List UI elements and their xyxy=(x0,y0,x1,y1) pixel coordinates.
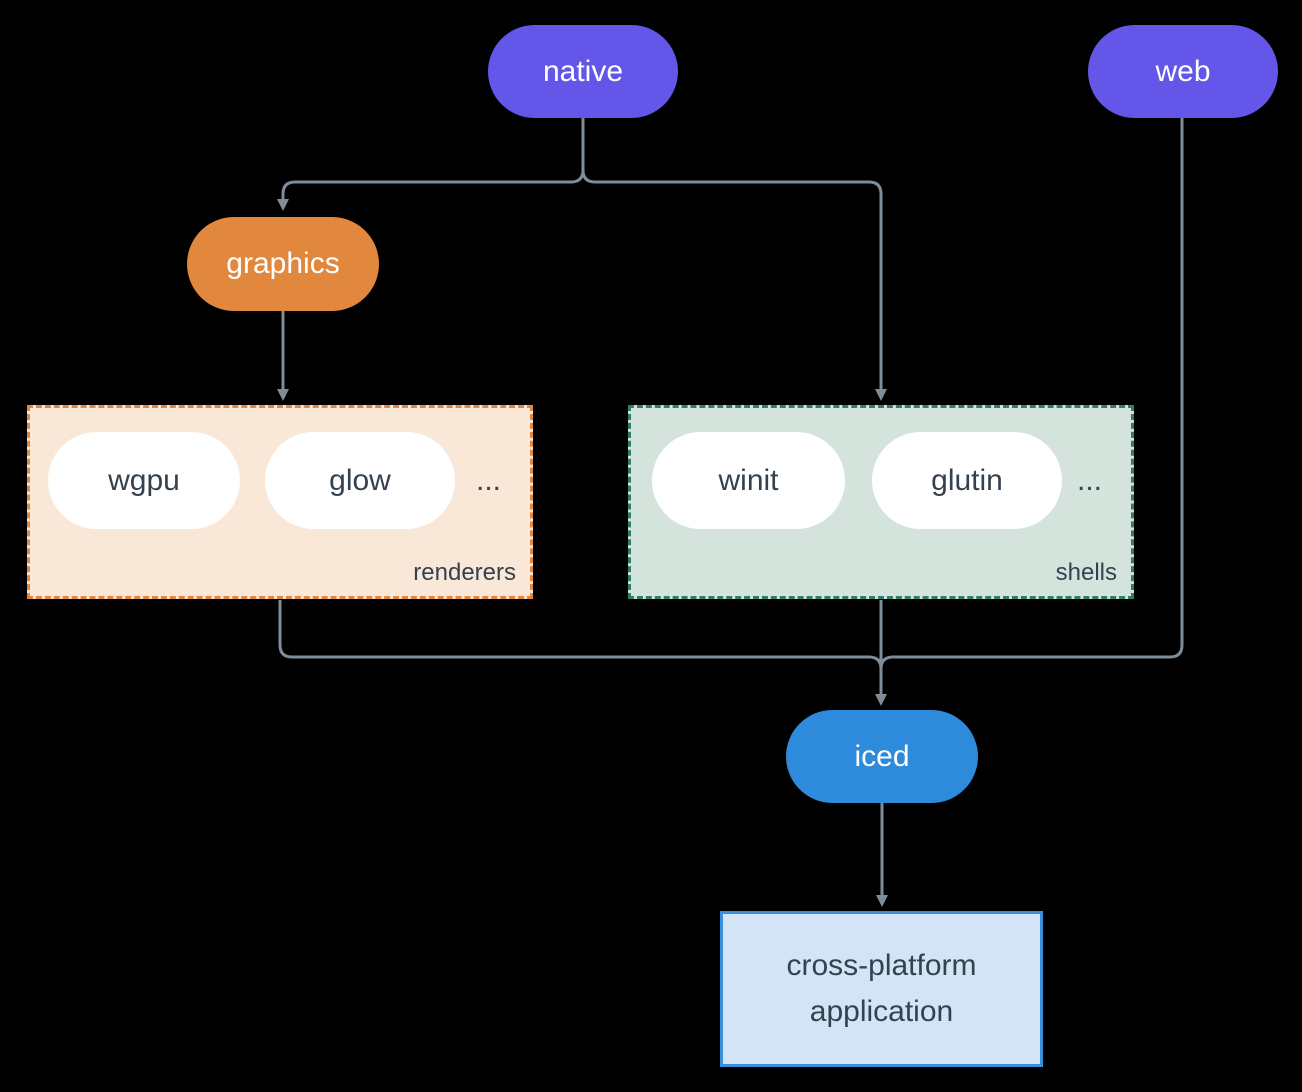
node-iced-label: iced xyxy=(854,739,910,773)
node-winit: winit xyxy=(652,432,845,529)
shells-ellipsis: ... xyxy=(1077,463,1103,497)
group-shells: winit glutin ... shells xyxy=(628,405,1134,599)
edge-native-to-shells xyxy=(581,118,887,401)
group-renderers: wgpu glow ... renderers xyxy=(27,405,533,599)
node-native-label: native xyxy=(542,54,624,88)
node-winit-label: winit xyxy=(718,463,779,497)
renderers-group-label: renderers xyxy=(413,559,516,586)
node-cross-platform-application: cross-platform application xyxy=(720,911,1043,1067)
node-iced: iced xyxy=(786,710,978,803)
application-label-line1: cross-platform xyxy=(786,948,977,982)
node-graphics-label: graphics xyxy=(226,247,340,280)
node-wgpu-label: wgpu xyxy=(108,463,180,497)
node-glutin: glutin xyxy=(872,432,1062,529)
renderers-ellipsis: ... xyxy=(476,463,502,497)
node-native: native xyxy=(488,25,678,118)
node-web-label: web xyxy=(1155,54,1211,88)
node-glow-label: glow xyxy=(329,463,391,497)
edge-renderers-to-iced xyxy=(278,600,883,670)
node-wgpu: wgpu xyxy=(48,432,240,529)
shells-group-label: shells xyxy=(1055,559,1117,586)
node-graphics: graphics xyxy=(187,217,379,311)
node-glow: glow xyxy=(265,432,455,529)
edge-native-to-graphics xyxy=(277,118,585,211)
node-web: web xyxy=(1088,25,1278,118)
application-label-line2: application xyxy=(809,995,954,1028)
node-glutin-label: glutin xyxy=(931,463,1003,497)
